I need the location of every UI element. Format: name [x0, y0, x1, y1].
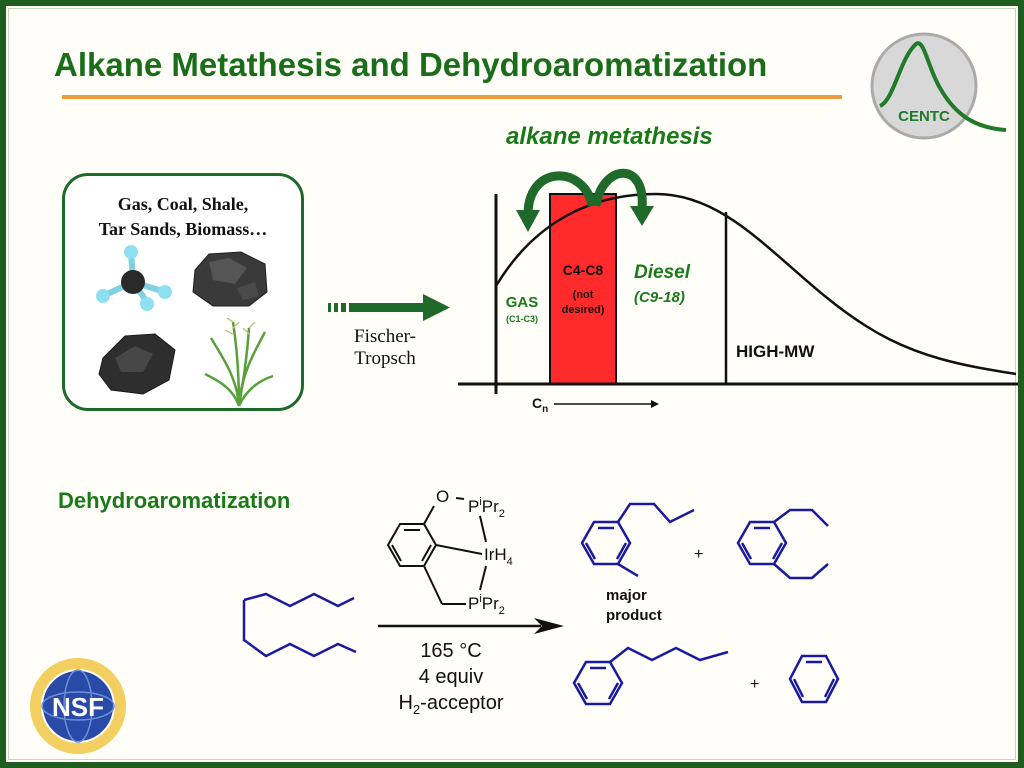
feedstock-box: Gas, Coal, Shale, Tar Sands, Biomass…	[62, 173, 304, 411]
n-octane-reactant-structure	[242, 592, 357, 658]
distribution-curve	[494, 192, 1017, 376]
centc-logo-text: CENTC	[898, 108, 950, 125]
cn-arrow-head	[651, 400, 659, 408]
major-label-line1: major	[606, 587, 647, 604]
condition-temperature: 165 °C	[420, 640, 482, 662]
condition-equivalents: 4 equiv	[418, 666, 484, 688]
c4-c8-region	[549, 193, 617, 385]
shale-rock-icon	[98, 333, 176, 395]
gas-label: GAS	[506, 294, 539, 311]
metathesis-arrow-left	[523, 171, 597, 219]
reaction-arrow	[378, 618, 564, 634]
c4-c8-note-line2: desired)	[562, 304, 605, 316]
plus-sign-top: +	[694, 546, 704, 563]
metathesis-arrow-left-head	[516, 210, 540, 232]
c4-c8-label: C4-C8	[563, 262, 604, 278]
carbon-distribution-diagram: GAS (C1-C3) C4-C8 (not desired) Diesel (…	[458, 168, 1018, 415]
iridium-pincer-catalyst-structure: O PiPr2 IrH4 PiPr2	[386, 487, 513, 617]
catalyst-top-phosphine: PiPr2	[468, 496, 505, 520]
product-diethyl-benzene	[736, 508, 829, 580]
gas-range-label: (C1-C3)	[506, 314, 538, 324]
plus-sign-bottom: +	[750, 676, 760, 693]
catalyst-oxygen: O	[436, 487, 449, 506]
metathesis-arrow-right-head	[630, 206, 654, 226]
major-label-line2: product	[606, 607, 662, 624]
slide-title: Alkane Metathesis and Dehydroaromatizati…	[54, 46, 768, 83]
product-methyl-propyl-benzene	[580, 502, 695, 578]
fischer-tropsch-line1: Fischer-	[354, 326, 416, 347]
nsf-logo-icon: NSF	[30, 658, 126, 754]
title-underline	[62, 95, 842, 99]
fischer-tropsch-label: Fischer- Tropsch	[340, 326, 430, 370]
major-product-label: major product	[606, 586, 662, 626]
cn-axis-label: Cn	[532, 395, 548, 415]
coal-lump-icon	[192, 251, 268, 307]
diesel-label: Diesel	[634, 262, 691, 283]
metathesis-arrow-right	[591, 168, 647, 209]
centc-logo-icon: CENTC	[870, 32, 1007, 140]
nsf-logo-text: NSF	[52, 692, 104, 722]
condition-acceptor: H2-acceptor	[398, 692, 504, 717]
feedstock-line1: Gas, Coal, Shale,	[117, 194, 249, 214]
catalyst-iridium-hydride: IrH4	[484, 545, 513, 568]
product-butyl-benzene	[572, 646, 729, 706]
catalyst-bottom-phosphine: PiPr2	[468, 593, 505, 617]
fischer-tropsch-line2: Tropsch	[354, 348, 416, 369]
diesel-range-label: (C9-18)	[634, 289, 685, 306]
reaction-conditions: 165 °C 4 equiv H2-acceptor	[376, 638, 526, 723]
high-mw-label: HIGH-MW	[736, 342, 815, 361]
methane-molecule-icon	[96, 245, 172, 311]
c4-c8-note-line1: (not	[573, 289, 594, 301]
fischer-tropsch-arrow	[328, 294, 450, 321]
grass-biomass-icon	[204, 318, 274, 407]
centc-logo-swoosh	[878, 41, 1007, 132]
dehydroaromatization-heading: Dehydroaromatization	[58, 488, 291, 513]
centc-logo-circle	[870, 32, 978, 140]
feedstock-line2: Tar Sands, Biomass…	[98, 219, 268, 239]
alkane-metathesis-heading: alkane metathesis	[506, 123, 713, 150]
product-benzene	[788, 654, 840, 704]
